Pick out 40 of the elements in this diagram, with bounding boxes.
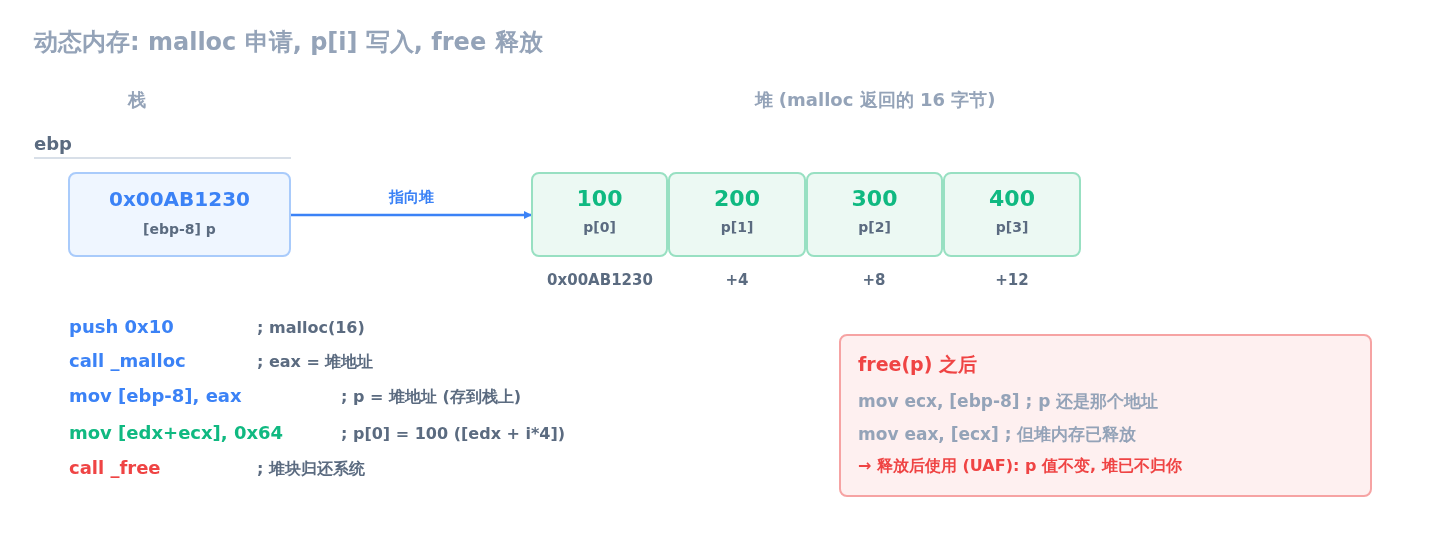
address-value: 0x00AB1230 [107, 187, 251, 211]
address-label: 0x00AB1230 [547, 271, 653, 289]
note-card [839, 334, 1372, 497]
register-label: ebp [34, 133, 72, 154]
memory-cell [806, 172, 943, 257]
cell-index: p[0] [582, 219, 617, 235]
cell-index: p[2] [857, 219, 892, 235]
code-line: call _malloc [69, 350, 186, 371]
cell-value: 300 [850, 186, 899, 211]
variable-name: [ebp-8] p [142, 221, 217, 237]
diagram-title: 动态内存: malloc 申请, p[i] 写入, free 释放 [34, 27, 543, 58]
code-line: mov ecx, [ebp-8] ; p 还是那个地址 [858, 390, 1160, 413]
address-label: +8 [862, 271, 886, 289]
memory-cell [668, 172, 806, 257]
address-label: +12 [995, 271, 1029, 289]
cell-value: 400 [988, 186, 1036, 211]
address-label: +4 [725, 271, 749, 289]
code-comment: ; p[0] = 100 ([edx + i*4]) [341, 424, 566, 443]
note-heading: free(p) 之后 [858, 352, 978, 377]
code-comment: ; eax = 堆地址 [257, 352, 374, 373]
code-comment: ; 堆块归还系统 [257, 459, 365, 480]
code-line: mov [ebp-8], eax [69, 385, 242, 406]
memory-cell [68, 172, 291, 257]
code-line: call _free [69, 457, 161, 478]
code-line: mov eax, [ecx] ; 但堆内存已释放 [858, 423, 1138, 446]
cell-value: 100 [575, 186, 624, 211]
arrow [291, 211, 532, 219]
cell-index: p[1] [719, 219, 755, 235]
cell-value: 200 [713, 186, 761, 211]
code-comment: ; malloc(16) [257, 318, 365, 337]
code-comment: ; p = 堆地址 (存到栈上) [341, 387, 522, 408]
code-line: push 0x10 [69, 316, 174, 337]
memory-cell [531, 172, 668, 257]
section-heading: 栈 [128, 88, 146, 112]
edge-label: 指向堆 [385, 188, 437, 207]
code-line: mov [edx+ecx], 0x64 [69, 422, 284, 443]
warning-text: → 释放后使用 (UAF): p 值不变, 堆已不归你 [858, 456, 1183, 477]
cell-index: p[3] [994, 219, 1030, 235]
memory-cell [943, 172, 1081, 257]
section-heading: 堆 (malloc 返回的 16 字节) [754, 88, 996, 112]
